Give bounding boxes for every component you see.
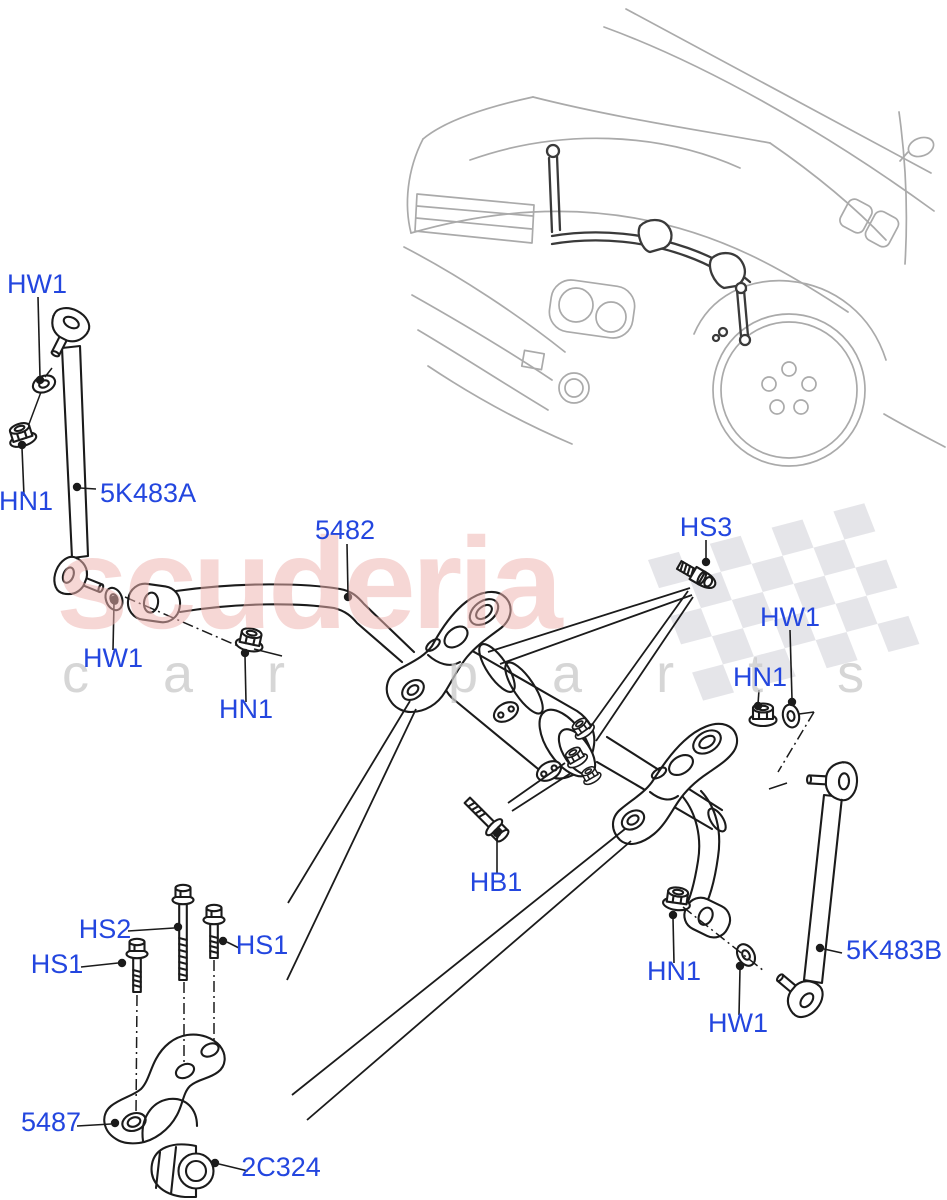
vehicle-front-quarter-illustration xyxy=(403,8,946,467)
callout-hb1[interactable]: HB1 xyxy=(470,867,523,897)
part-washer-hw1-upper-right xyxy=(779,702,803,730)
callout-hs2[interactable]: HS2 xyxy=(79,914,132,944)
part-nut-hn1-upper-right xyxy=(748,702,778,728)
callout-5K483A[interactable]: 5K483A xyxy=(100,478,196,508)
part-bolt-hs1-right xyxy=(202,903,226,960)
part-bolt-hs1-left xyxy=(125,937,149,994)
part-washer-hw1-upper-left xyxy=(29,371,59,397)
part-clamp-bracket-front xyxy=(385,590,512,714)
part-stabilizer-bar-5482 xyxy=(126,582,416,664)
watermark-tagline-text: car parts xyxy=(62,644,938,704)
callout-hw1-left-mid[interactable]: HW1 xyxy=(83,643,143,673)
callout-hw1-right-upper[interactable]: HW1 xyxy=(760,602,820,632)
callout-hn1-left-mid[interactable]: HN1 xyxy=(219,694,273,724)
watermark-checkered-flag xyxy=(648,503,920,701)
part-nut-hn1-lower-right xyxy=(661,884,694,913)
callout-5482[interactable]: 5482 xyxy=(315,515,375,545)
callout-hw1-bottom-right[interactable]: HW1 xyxy=(708,1008,768,1038)
part-bolt-hs2 xyxy=(171,883,195,982)
callout-5K483B[interactable]: 5K483B xyxy=(846,935,942,965)
part-clamp-bracket-rear xyxy=(611,722,739,846)
mounting-pointer-lines xyxy=(286,587,694,1121)
callout-hn1-top-left[interactable]: HN1 xyxy=(0,486,53,516)
callout-hs3[interactable]: HS3 xyxy=(680,512,733,542)
callout-hw1-top-left[interactable]: HW1 xyxy=(7,269,67,299)
callout-hs1-left[interactable]: HS1 xyxy=(31,949,84,979)
callout-leader-lines xyxy=(17,296,843,1172)
callout-hn1-bottom-right[interactable]: HN1 xyxy=(647,956,701,986)
callout-hs1-right[interactable]: HS1 xyxy=(236,930,289,960)
part-clamp-bracket-5487 xyxy=(103,1033,226,1145)
assembly-axis-lines xyxy=(28,367,815,1115)
callout-labels: HW1 HN1 5K483A HW1 HN1 5482 HS3 HW1 HN1 … xyxy=(0,269,942,1182)
part-bushing-2C324 xyxy=(150,1143,215,1199)
callout-hn1-right-upper[interactable]: HN1 xyxy=(733,662,787,692)
part-stabilizer-link-right-5K483B xyxy=(765,759,860,1025)
callout-2C324[interactable]: 2C324 xyxy=(241,1152,321,1182)
part-stabilizer-link-left-5K483A xyxy=(36,301,111,608)
callout-5487[interactable]: 5487 xyxy=(21,1107,81,1137)
watermark: scuderia car parts xyxy=(56,510,938,704)
vehicle-assembly-location xyxy=(545,143,752,347)
watermark-brand-text: scuderia xyxy=(56,510,564,656)
part-bolt-hb1 xyxy=(458,791,514,847)
